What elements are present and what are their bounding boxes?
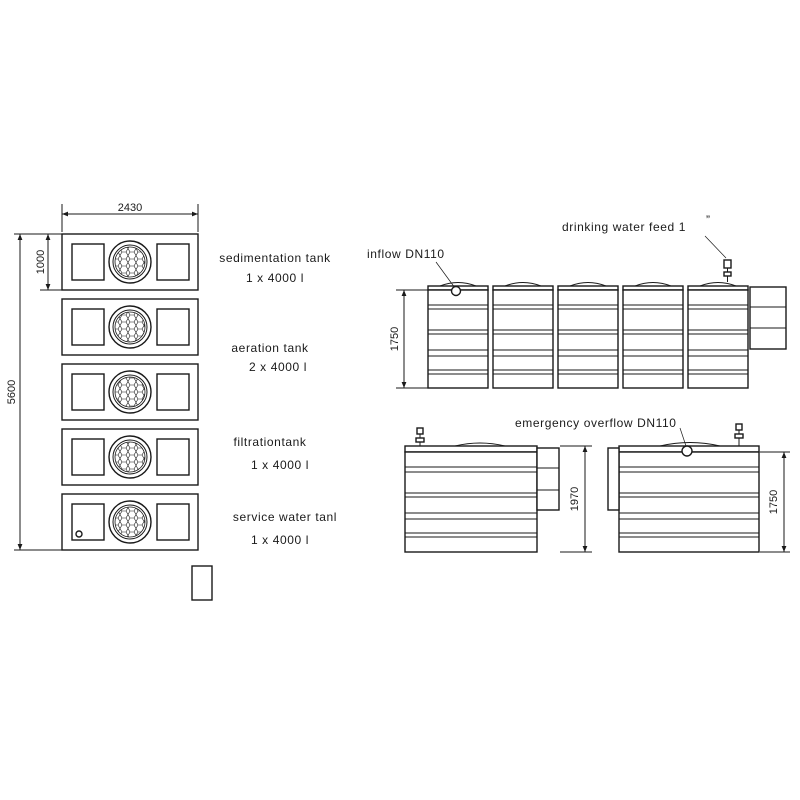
module-panel [71, 503, 105, 541]
module-dimension: 1000 [35, 250, 47, 274]
module-panel [71, 243, 105, 281]
outlet-pipe [75, 530, 83, 538]
inflow-label: inflow DN110 [367, 247, 445, 261]
overflow-label: emergency overflow DN110 [515, 416, 677, 430]
elevation-tanks [427, 282, 749, 389]
plan-module [61, 233, 199, 291]
width-dimension: 2430 [118, 202, 142, 214]
control-box [191, 565, 213, 601]
module-panel [156, 373, 190, 411]
elevation-view: 1750 inflow DN110 drinking water feed 1 … [367, 213, 787, 389]
module-panel [156, 308, 190, 346]
total-dimension: 5600 [6, 380, 18, 404]
filter-media-icon [114, 376, 146, 408]
tank-qty: 1 x 4000 l [251, 458, 309, 472]
module-panel [156, 243, 190, 281]
tank-qty: 2 x 4000 l [249, 360, 307, 374]
inflow-pipe [450, 285, 462, 297]
module-panel [156, 503, 190, 541]
section-left-height: 1970 [569, 487, 581, 511]
elevation-tank [557, 282, 619, 389]
section-views: 1970 emergency overflow DN110 [404, 416, 790, 553]
tank-name: sedimentation tank [219, 251, 331, 265]
module-panel [71, 373, 105, 411]
module-panel [71, 308, 105, 346]
overflow-pipe [681, 445, 693, 457]
section-left: 1970 [404, 427, 592, 553]
filter-media-icon [114, 311, 146, 343]
valve-icon [415, 427, 425, 446]
tank-name: aeration tank [231, 341, 309, 355]
elevation-tank [687, 282, 749, 389]
section-right-height: 1750 [768, 490, 780, 514]
elevation-tank [622, 282, 684, 389]
filter-media-icon [114, 506, 146, 538]
plan-module [61, 428, 199, 486]
module-panel [71, 438, 105, 476]
section-right: emergency overflow DN110 1750 [515, 416, 790, 553]
control-cabinet [749, 286, 787, 350]
elevation-tank [427, 282, 489, 389]
tank-name: filtrationtank [233, 435, 306, 449]
plan-module [61, 363, 199, 421]
elevation-height-dimension: 1750 [389, 327, 401, 351]
tank-qty: 1 x 4000 l [246, 271, 304, 285]
tank-name: service water tanl [233, 510, 337, 524]
drinking-water-label: drinking water feed 1 [562, 220, 686, 234]
plan-modules [61, 233, 199, 551]
tank-qty: 1 x 4000 l [251, 533, 309, 547]
elevation-tank [492, 282, 554, 389]
filter-media-icon [114, 441, 146, 473]
valve-icon [734, 423, 744, 446]
feed-mark: ” [706, 213, 711, 227]
module-panel [156, 438, 190, 476]
filter-media-icon [114, 246, 146, 278]
valve-icon [723, 259, 732, 282]
plan-module [61, 493, 199, 551]
plan-module [61, 298, 199, 356]
plan-view: 2430 1000 5600 sedimentation tank 1 x 40… [6, 202, 337, 601]
